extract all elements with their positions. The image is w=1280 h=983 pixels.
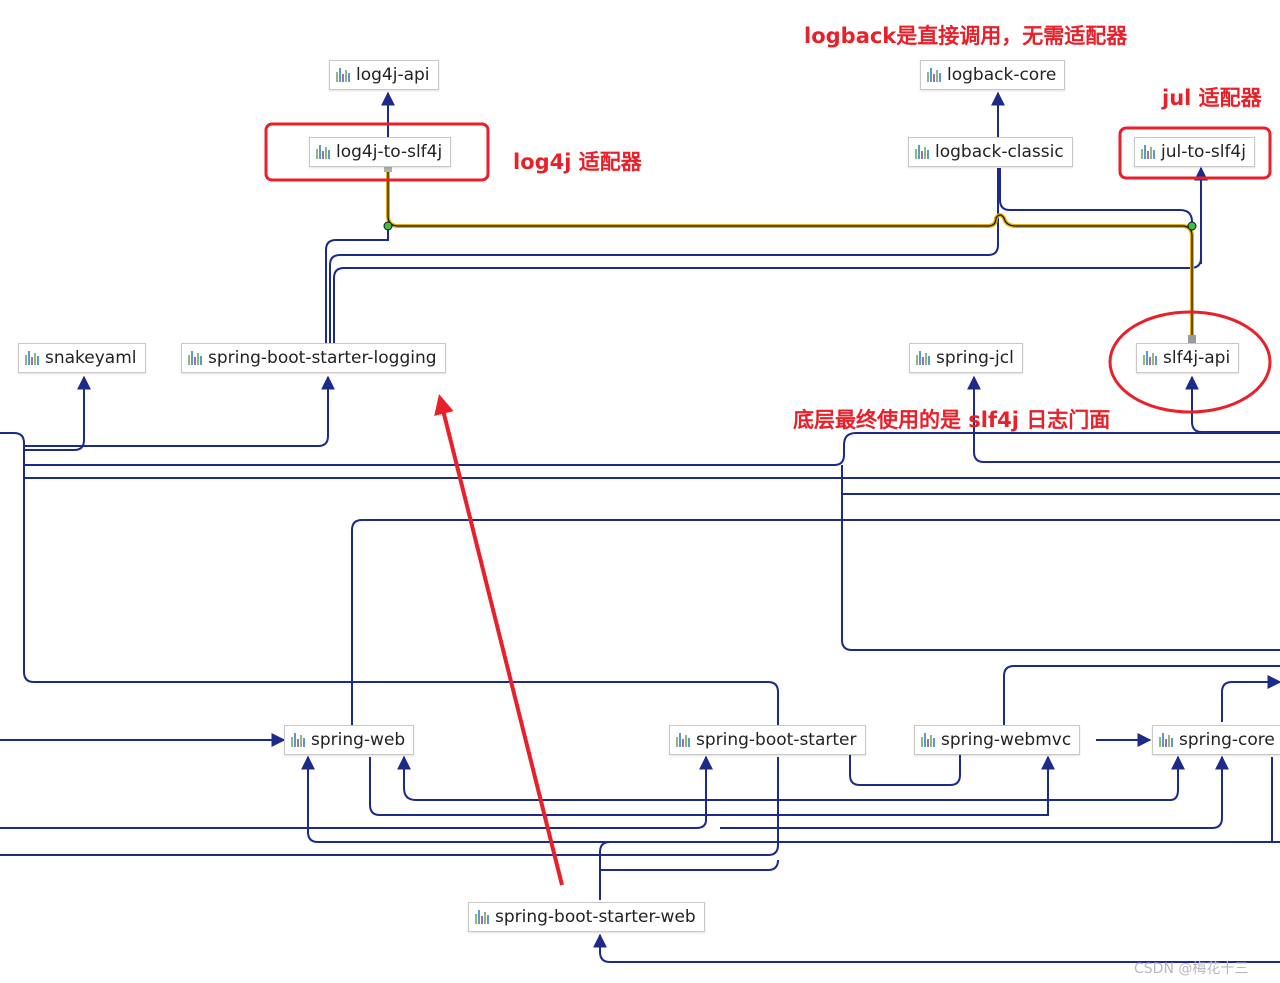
node-label: spring-web bbox=[311, 730, 406, 750]
edge bbox=[841, 465, 1280, 651]
red-arrow bbox=[434, 394, 564, 886]
edge bbox=[999, 168, 1193, 223]
node-label: log4j-to-slf4j bbox=[336, 142, 443, 162]
node-label: logback-classic bbox=[935, 142, 1064, 162]
node-logback-classic[interactable]: logback-classic bbox=[908, 137, 1073, 167]
node-spring-boot-starter[interactable]: spring-boot-starter bbox=[669, 725, 866, 755]
node-log4j-to-slf4j[interactable]: log4j-to-slf4j bbox=[309, 137, 452, 167]
highlighted-edge bbox=[383, 164, 1197, 343]
edge bbox=[325, 226, 389, 345]
library-icon bbox=[25, 351, 39, 365]
node-spring-jcl[interactable]: spring-jcl bbox=[909, 343, 1023, 373]
library-icon bbox=[291, 733, 305, 747]
edge bbox=[24, 432, 1280, 466]
library-icon bbox=[316, 145, 330, 159]
node-label: spring-boot-starter bbox=[696, 730, 857, 750]
library-icon bbox=[475, 910, 489, 924]
edge bbox=[0, 757, 779, 856]
edge bbox=[1221, 675, 1280, 722]
watermark: CSDN @梅花十三 bbox=[1134, 961, 1249, 977]
edge bbox=[24, 375, 335, 447]
edge bbox=[351, 519, 1280, 725]
node-log4j-api[interactable]: log4j-api bbox=[329, 60, 439, 90]
node-label: log4j-api bbox=[356, 65, 430, 85]
node-label: jul-to-slf4j bbox=[1161, 142, 1246, 162]
node-spring-boot-starter-logging[interactable]: spring-boot-starter-logging bbox=[181, 343, 446, 373]
edge bbox=[1185, 375, 1280, 433]
node-logback-core[interactable]: logback-core bbox=[920, 60, 1066, 90]
edge bbox=[720, 755, 1229, 829]
edge bbox=[0, 432, 779, 725]
library-icon bbox=[676, 733, 690, 747]
library-icon bbox=[1141, 145, 1155, 159]
node-spring-web[interactable]: spring-web bbox=[284, 725, 415, 755]
slf4j-api-highlight-circle bbox=[1108, 310, 1272, 414]
annotation-log4j-adapter: log4j 适配器 bbox=[513, 150, 642, 174]
library-icon bbox=[1143, 351, 1157, 365]
log4j-to-slf4j-highlight-box bbox=[264, 122, 490, 182]
node-spring-boot-starter-web[interactable]: spring-boot-starter-web bbox=[468, 902, 705, 932]
edge bbox=[1003, 665, 1280, 725]
node-spring-webmvc[interactable]: spring-webmvc bbox=[914, 725, 1081, 755]
node-spring-core[interactable]: spring-core bbox=[1152, 725, 1280, 755]
edge bbox=[301, 755, 1280, 843]
node-slf4j-api[interactable]: slf4j-api bbox=[1136, 343, 1240, 373]
edge bbox=[600, 859, 779, 871]
node-label: spring-core bbox=[1179, 730, 1275, 750]
edge bbox=[24, 375, 91, 451]
annotation-logback-direct: logback是直接调用，无需适配器 bbox=[804, 24, 1128, 48]
node-label: spring-boot-starter-logging bbox=[208, 348, 437, 368]
node-label: spring-webmvc bbox=[941, 730, 1072, 750]
annotation-bottom-facade: 底层最终使用的是 slf4j 日志门面 bbox=[793, 408, 1111, 432]
edge bbox=[849, 755, 961, 786]
edge bbox=[397, 755, 1185, 801]
annotation-jul-adapter: jul 适配器 bbox=[1162, 86, 1262, 110]
node-label: spring-boot-starter-web bbox=[495, 907, 696, 927]
node-label: spring-jcl bbox=[936, 348, 1014, 368]
node-label: slf4j-api bbox=[1163, 348, 1231, 368]
node-label: snakeyaml bbox=[45, 348, 137, 368]
edges bbox=[0, 91, 1280, 963]
edge bbox=[967, 375, 1280, 463]
edge bbox=[599, 841, 611, 900]
annotation-shapes bbox=[264, 122, 1272, 886]
library-icon bbox=[1159, 733, 1173, 747]
edge bbox=[0, 755, 713, 829]
library-icon bbox=[916, 351, 930, 365]
node-jul-to-slf4j[interactable]: jul-to-slf4j bbox=[1134, 137, 1255, 167]
edge bbox=[333, 257, 1202, 345]
library-icon bbox=[915, 145, 929, 159]
library-icon bbox=[336, 68, 350, 82]
library-icon bbox=[927, 68, 941, 82]
edge bbox=[329, 168, 999, 345]
library-icon bbox=[188, 351, 202, 365]
node-label: logback-core bbox=[947, 65, 1057, 85]
node-snakeyaml[interactable]: snakeyaml bbox=[18, 343, 146, 373]
edge bbox=[593, 933, 1280, 963]
jul-to-slf4j-highlight-box bbox=[1118, 126, 1272, 180]
edge bbox=[369, 755, 1055, 816]
library-icon bbox=[921, 733, 935, 747]
